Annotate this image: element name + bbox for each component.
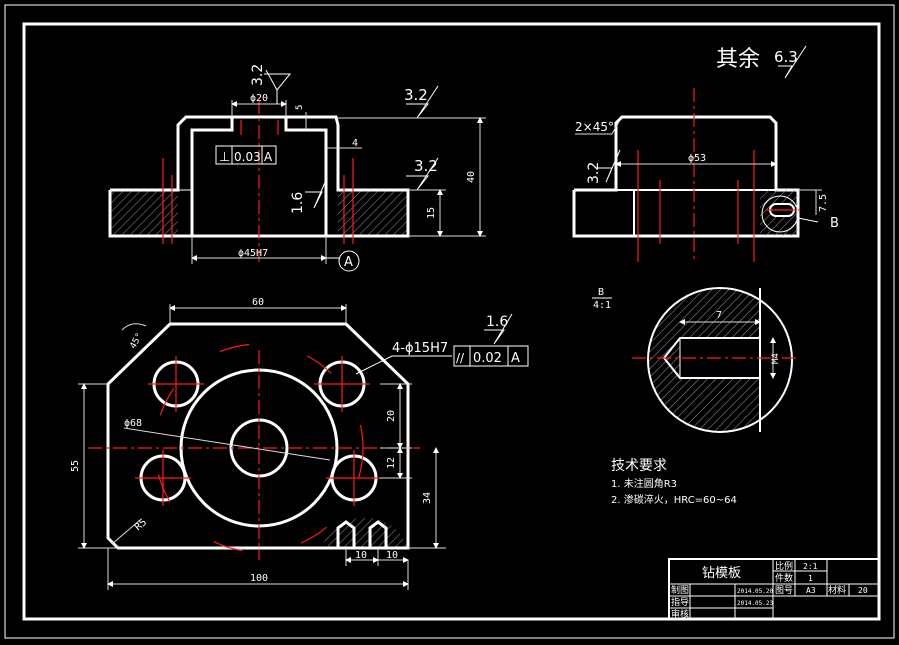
svg-text:材料: 材料 [828,584,846,596]
svg-text:5: 5 [295,105,305,110]
svg-text:60: 60 [252,297,264,308]
tech-req-item-1: 1. 未注圆角R3 [611,477,677,490]
plan-outline [106,322,410,550]
tech-req-title: 技术要求 [611,458,667,474]
svg-text:15: 15 [426,207,437,219]
parallelism-frame: // 0.02 A [453,345,529,367]
svg-text:ϕ45H7: ϕ45H7 [238,248,268,259]
svg-text:20: 20 [858,586,868,595]
svg-text:20: 20 [386,410,397,422]
right-flange-hatch [338,190,408,236]
svg-text:R5: R5 [133,517,149,533]
perpendicularity-frame: ⊥ 0.03 A [215,145,277,165]
left-flange-hatch [110,190,178,236]
svg-text:⊥: ⊥ [219,150,230,165]
svg-text:M4: M4 [771,353,781,364]
detail-view: B 4:1 7 M4 [592,287,800,433]
technical-requirements: 技术要求 1. 未注圆角R3 2. 渗碳淬火，HRC=60~64 [611,458,737,506]
svg-text:B: B [830,216,839,231]
svg-text:图号: 图号 [775,585,793,596]
svg-text:4: 4 [352,138,358,149]
svg-text:12: 12 [386,457,397,469]
tech-req-item-2: 2. 渗碳淬火，HRC=60~64 [611,493,737,506]
svg-text:10: 10 [386,550,398,561]
part-name: 钻模板 [702,566,741,581]
title-block: 钻模板 比例 2:1 件数 1 图号 A3 材料 20 制图 2014.05.2… [668,558,880,620]
svg-text:A: A [511,351,520,366]
svg-text:2014.05.20: 2014.05.20 [737,588,774,595]
svg-text://: // [456,351,465,365]
svg-text:7: 7 [716,310,722,321]
svg-text:1.6: 1.6 [486,314,508,330]
svg-text:2×45°: 2×45° [575,120,614,134]
svg-text:ϕ68: ϕ68 [124,418,142,429]
svg-text:55: 55 [70,460,81,472]
svg-text:2:1: 2:1 [803,562,818,571]
svg-text:A: A [344,255,353,270]
svg-text:比例: 比例 [775,560,793,572]
outer-border [4,4,895,639]
svg-text:34: 34 [422,492,433,504]
svg-text:ϕ53: ϕ53 [688,153,706,164]
svg-text:3.2: 3.2 [586,162,602,184]
svg-text:4-ϕ15H7: 4-ϕ15H7 [392,341,448,356]
svg-text:6.3: 6.3 [774,48,798,66]
svg-text:制图: 制图 [671,584,689,596]
front-outline [108,115,410,238]
svg-text:0.02: 0.02 [473,351,502,366]
svg-text:7.5: 7.5 [818,194,829,212]
svg-text:40: 40 [466,171,477,183]
svg-text:4:1: 4:1 [593,300,611,311]
svg-text:45°: 45° [128,332,145,351]
svg-text:审核: 审核 [671,608,689,620]
svg-text:其余: 其余 [716,47,760,72]
svg-text:2014.05.23: 2014.05.23 [737,600,774,607]
side-outline [572,115,800,238]
svg-text:0.03: 0.03 [234,150,261,164]
svg-text:ϕ20: ϕ20 [250,93,268,104]
svg-text:A: A [264,150,273,164]
general-roughness: 其余 6.3 [716,45,807,79]
svg-text:3.2: 3.2 [414,157,438,175]
front-view: ϕ20 5 4 3.2 3.2 3.2 1.6 40 15 ϕ45H7 [108,64,486,272]
svg-text:1.6: 1.6 [290,192,306,214]
side-view: 2×45° ϕ53 3.2 7.5 B [572,88,839,262]
svg-text:A3: A3 [806,586,816,595]
svg-text:B: B [598,287,604,298]
svg-text:3.2: 3.2 [404,86,428,104]
svg-text:指导: 指导 [671,596,689,608]
plan-view: 60 45° 4-ϕ15H7 // 0.02 A 1.6 ϕ68 20 [70,297,529,590]
svg-text:1: 1 [808,574,813,583]
svg-text:3.2: 3.2 [250,64,266,86]
inner-border [22,22,881,621]
svg-text:100: 100 [250,573,268,584]
svg-text:件数: 件数 [775,572,793,584]
svg-text:10: 10 [355,550,367,561]
